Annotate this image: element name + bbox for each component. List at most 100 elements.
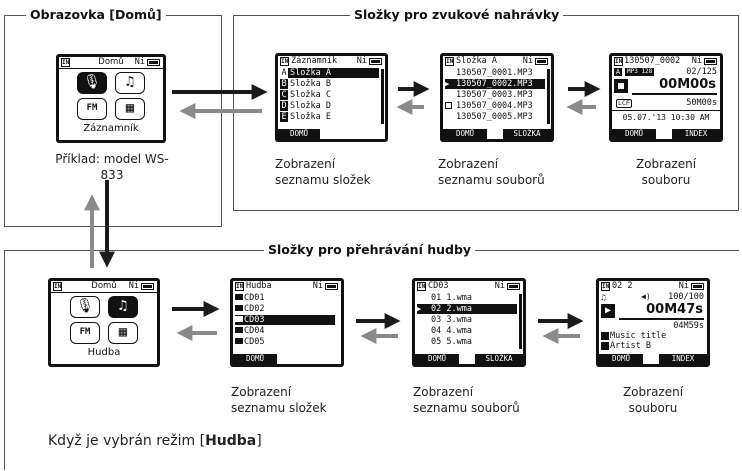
rec-file-view-screen[interactable]: IN 130507_0002 Ni A MP3 128 02/125 00M00… xyxy=(609,53,723,142)
input-badge: IN xyxy=(445,57,454,66)
elapsed-time: 00M00s xyxy=(659,77,716,92)
softkey-home[interactable]: DOMŮ xyxy=(415,354,459,364)
list-item-label: CD02 xyxy=(244,304,265,314)
fm-radio-button[interactable]: FM xyxy=(70,322,100,344)
list-item[interactable]: CD04 xyxy=(235,326,335,336)
home-screen-recorder[interactable]: IN Domů Ni 🎙 ♫ FM ▦ Záznamník xyxy=(56,54,166,143)
input-badge: IN xyxy=(235,282,244,291)
folder-badge: A xyxy=(614,68,622,76)
battery-type: Ni xyxy=(128,281,139,291)
list-item[interactable]: 130507_0003.MP3 xyxy=(456,90,533,100)
status-title: 02 2 xyxy=(612,281,633,291)
battery-icon xyxy=(691,283,704,290)
home-mode-label: Záznamník xyxy=(83,123,139,134)
list-item[interactable]: 130507_0002.MP3 xyxy=(445,79,545,89)
home-screen-music[interactable]: IN Domů Ni 🎙 ♫ FM ▦ Hudba xyxy=(48,278,160,367)
softkey-home[interactable]: DOMŮ xyxy=(443,129,487,139)
fm-radio-icon: FM xyxy=(79,327,91,337)
folder-badge: B xyxy=(280,79,288,89)
calendar-button[interactable]: ▦ xyxy=(108,322,138,344)
battery-icon xyxy=(535,58,548,65)
input-badge: IN xyxy=(601,282,610,291)
music-file-list-screen[interactable]: IN CD03 Ni 01 1.wma 02 2.wma ▶ 03 3.wma … xyxy=(412,278,526,367)
list-item-label: CD04 xyxy=(244,326,265,336)
status-title: Složka A xyxy=(456,56,497,66)
input-badge: IN xyxy=(53,282,62,291)
list-item[interactable]: CD01 xyxy=(235,293,335,303)
status-bar: IN Složka A Ni xyxy=(443,56,551,67)
elapsed-time: 00M47s xyxy=(646,302,703,317)
list-item[interactable]: 05 5.wma xyxy=(431,337,472,347)
list-item[interactable]: 130507_0001.MP3 xyxy=(456,68,533,78)
status-title: Domů xyxy=(91,281,117,291)
softkey-home[interactable]: DOMŮ xyxy=(233,354,277,364)
music-folder-list-caption: Zobrazení seznamu složek xyxy=(231,385,327,415)
list-item-label: Složka E xyxy=(290,112,331,122)
status-bar: IN 02 2 Ni xyxy=(599,281,707,292)
battery-type: Ni xyxy=(691,56,702,66)
scrollbar[interactable] xyxy=(381,69,384,124)
list-item-label: CD01 xyxy=(244,293,265,303)
status-divider xyxy=(51,292,157,293)
format-badge: MP3 128 xyxy=(625,68,655,76)
list-item[interactable]: CD05 xyxy=(235,337,335,347)
stop-square xyxy=(618,83,624,89)
list-item[interactable]: CD02 xyxy=(235,304,335,314)
list-item[interactable]: 03 3.wma xyxy=(431,315,472,325)
music-file-view-screen[interactable]: IN 02 2 Ni ♫ ◀) 100/100 ▶ 00M47s 04M59s … xyxy=(596,278,710,367)
softkey-row: DOMŮ xyxy=(233,354,341,364)
list-item-label: Složka C xyxy=(290,90,331,100)
status-bar: IN Domů Ni xyxy=(51,281,157,292)
softkey-row: DOMŮ INDEX xyxy=(599,354,707,364)
softkey-folder[interactable]: SLOŽKA xyxy=(475,354,523,364)
list-item-label: CD03 xyxy=(244,315,265,325)
list-item[interactable]: 01 1.wma xyxy=(431,293,472,303)
fm-radio-button[interactable]: FM xyxy=(77,98,107,120)
softkey-index[interactable]: INDEX xyxy=(659,354,707,364)
scrollbar[interactable] xyxy=(547,69,550,124)
rec-file-list-screen[interactable]: IN Složka A Ni 130507_0001.MP3 130507_00… xyxy=(440,53,554,142)
index-mark-icon xyxy=(445,102,452,109)
softkey-row: DOMŮ SLOŽKA xyxy=(415,354,523,364)
music-button[interactable]: ♫ xyxy=(115,72,145,94)
softkey-index[interactable]: INDEX xyxy=(672,129,720,139)
list-item[interactable]: 130507_0005.MP3 xyxy=(456,112,533,122)
artist-name: Artist B xyxy=(610,341,651,351)
softkey-row: DOMŮ xyxy=(278,129,385,139)
softkey-home[interactable]: DOMŮ xyxy=(599,354,643,364)
remaining-time: 04M59s xyxy=(673,321,704,331)
list-item[interactable]: CD03 xyxy=(235,315,335,325)
list-item[interactable]: 130507_0004.MP3 xyxy=(456,101,533,111)
scrollbar[interactable] xyxy=(519,294,522,349)
battery-icon xyxy=(369,58,382,65)
softkey-home[interactable]: DOMŮ xyxy=(612,129,656,139)
microphone-button[interactable]: 🎙 xyxy=(70,296,100,318)
input-badge: IN xyxy=(614,57,623,66)
microphone-button[interactable]: 🎙 xyxy=(77,72,107,94)
input-badge: IN xyxy=(280,57,289,66)
list-item[interactable]: 02 2.wma xyxy=(417,304,517,314)
folder-icon xyxy=(235,316,243,322)
progress-bar xyxy=(619,318,704,320)
play-icon: ▶ xyxy=(417,305,422,313)
battery-icon xyxy=(147,59,160,66)
volume-icon: ◀) xyxy=(641,292,651,301)
softkey-home[interactable]: DOMŮ xyxy=(278,129,320,139)
status-bar: IN 130507_0002 Ni xyxy=(612,56,720,67)
title-icon xyxy=(601,332,609,340)
status-title: Domů xyxy=(98,57,124,67)
calendar-button[interactable]: ▦ xyxy=(115,98,145,120)
play-state-icon: ▶ xyxy=(601,304,615,318)
footer-note: Když je vybrán režim [Hudba] xyxy=(48,433,262,450)
softkey-folder[interactable]: SLOŽKA xyxy=(503,129,551,139)
status-bar: IN Hudba Ni xyxy=(233,281,341,292)
list-item[interactable]: 04 4.wma xyxy=(431,326,472,336)
music-button[interactable]: ♫ xyxy=(108,296,138,318)
music-folder-list-screen[interactable]: IN Hudba Ni CD01 CD02 CD03 CD04 CD05 DOM… xyxy=(230,278,344,367)
